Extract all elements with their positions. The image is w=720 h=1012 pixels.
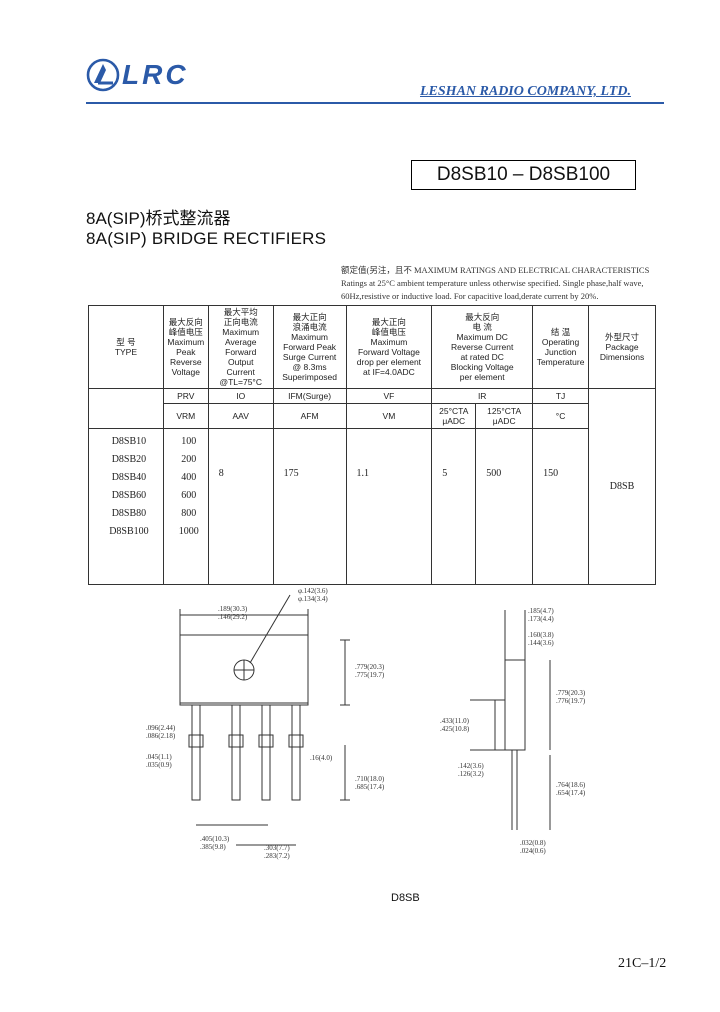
package-drawing: .189(30.3) .146(29.2) φ.142(3.6) φ.134(3… (146, 587, 586, 860)
company-name: LESHAN RADIO COMPANY, LTD. (420, 84, 631, 99)
ratings-note-line: 额定值(另注，且不 MAXIMUM RATINGS AND ELECTRICAL… (341, 265, 650, 275)
dim-text: .144(3.6) (528, 639, 554, 647)
dim-text: .16(4.0) (310, 754, 333, 762)
ifsm-value: 175 (272, 428, 347, 585)
dim-text: φ.142(3.6) (298, 587, 328, 595)
table-symbol-row: PRV IO IFM(Surge) VF IR TJ D8SB (88, 388, 656, 585)
dim-text: .385(9.8) (200, 843, 226, 851)
title-chinese: 8A(SIP)桥式整流器 (86, 209, 231, 228)
dim-text: .035(0.9) (146, 761, 172, 769)
dim-text: .173(4.4) (528, 615, 554, 623)
dim-text: .779(20.3) (556, 689, 586, 697)
title-english: 8A(SIP) BRIDGE RECTIFIERS (86, 229, 327, 248)
ratings-note-line: Ratings at 25°C ambient temperature unle… (341, 278, 644, 288)
dim-text: .142(3.6) (458, 762, 484, 770)
package-cell: D8SB (588, 388, 656, 585)
dim-text: .032(0.8) (520, 839, 546, 847)
dim-text: .185(4.7) (528, 607, 554, 615)
dim-text: .405(10.3) (200, 835, 230, 843)
unit-cell: AFM (272, 403, 347, 429)
ratings-note-line: 60Hz,resistive or inductive load. For ca… (341, 291, 599, 301)
lrc-logo-icon (86, 58, 120, 92)
dim-text: .045(1.1) (146, 753, 172, 761)
dim-text: .126(3.2) (458, 770, 484, 778)
body-outline (179, 634, 309, 706)
symbol-cell: PRV (162, 388, 209, 404)
symbol-cell: VF (345, 388, 433, 404)
symbol-cell: IFM(Surge) (272, 388, 347, 404)
dim-text: .086(2.18) (146, 732, 176, 740)
dim-text: .146(29.2) (218, 613, 248, 621)
dim-text: .096(2.44) (146, 724, 176, 732)
ir125-value: 500 (475, 428, 534, 585)
unit-cell: VM (345, 403, 433, 429)
dim-text: .189(30.3) (218, 605, 248, 613)
dim-text: .776(19.7) (556, 697, 586, 705)
tj-value: 150 (532, 428, 590, 585)
vf-value: 1.1 (345, 428, 433, 585)
dim-text: .425(10.8) (440, 725, 470, 733)
dim-text: .775(19.7) (355, 671, 385, 679)
ratings-note: 额定值(另注，且不 MAXIMUM RATINGS AND ELECTRICAL… (341, 264, 661, 303)
drawing-caption: D8SB (391, 892, 420, 904)
dim-text: .303(7.7) (264, 844, 290, 852)
dim-text: .283(7.2) (264, 852, 290, 860)
dim-text: .685(17.4) (355, 783, 385, 791)
symbol-cell: IR (431, 388, 534, 404)
dim-text: .779(20.3) (355, 663, 385, 671)
logo-text: LRC (122, 59, 189, 90)
dim-text: φ.134(3.4) (298, 595, 328, 603)
unit-cell: VRM (162, 403, 209, 429)
dim-text: .160(3.8) (528, 631, 554, 639)
unit-cell: °C (532, 403, 590, 429)
unit-cell: AAV (207, 403, 274, 429)
side-body (504, 659, 526, 751)
dim-text: .654(17.4) (556, 789, 586, 797)
io-value: 8 (207, 428, 274, 585)
header-rule (86, 102, 664, 104)
dim-text: .764(18.6) (556, 781, 586, 789)
dim-text: .433(11.0) (440, 717, 470, 725)
page-number: 21C–1/2 (618, 956, 667, 971)
dim-text: .024(0.6) (520, 847, 546, 855)
part-range-box: D8SB10 – D8SB100 (411, 160, 636, 190)
symbol-cell: TJ (532, 388, 590, 404)
dim-text: .710(18.0) (355, 775, 385, 783)
ir25-value: 5 (431, 428, 477, 585)
symbol-cell: IO (207, 388, 274, 404)
